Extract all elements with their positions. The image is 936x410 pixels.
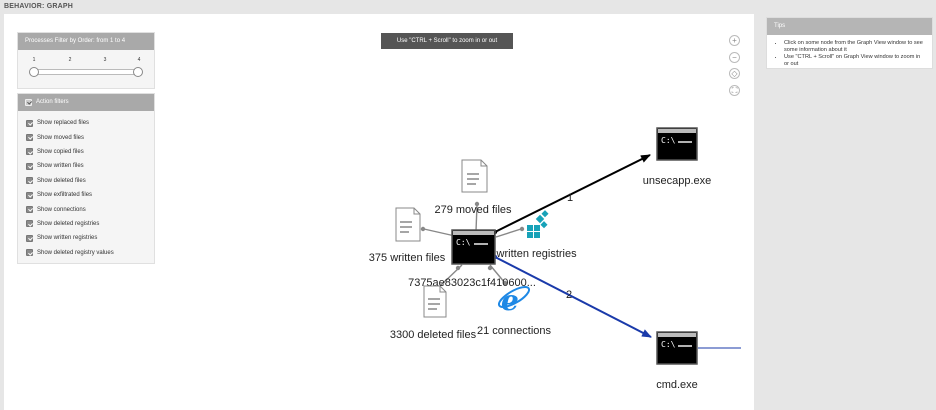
process-filter-title: Processes Filter by Order: from 1 to 4 bbox=[18, 33, 154, 50]
written-files-node[interactable]: 375 written files bbox=[369, 207, 446, 264]
slider-ticks: 1 2 3 4 bbox=[30, 57, 142, 65]
tip-item: Use "CTRL + Scroll" on Graph View window… bbox=[784, 54, 926, 68]
page-title: BEHAVIOR: GRAPH bbox=[4, 3, 73, 10]
filter-label: Show copied files bbox=[37, 148, 84, 155]
filter-copied-files[interactable]: Show copied files bbox=[26, 145, 154, 159]
cmd-label: cmd.exe bbox=[656, 379, 698, 391]
checkbox[interactable] bbox=[26, 119, 33, 127]
filter-label: Show exfiltrated files bbox=[37, 192, 93, 199]
slider-handle-min[interactable] bbox=[29, 67, 39, 77]
filter-replaced-files[interactable]: Show replaced files bbox=[26, 116, 154, 130]
checkbox[interactable] bbox=[26, 234, 33, 242]
filter-label: Show connections bbox=[37, 206, 86, 213]
terminal-icon: C:\ bbox=[656, 127, 698, 161]
connections-node[interactable]: e 21 connections bbox=[477, 283, 551, 337]
checkbox[interactable] bbox=[26, 249, 33, 257]
checkbox[interactable] bbox=[26, 220, 33, 228]
zoom-controls: + − ◇ ⛶ bbox=[729, 35, 741, 101]
checkbox[interactable] bbox=[26, 191, 33, 199]
unsecapp-node[interactable]: C:\ unsecapp.exe bbox=[643, 127, 712, 187]
moved-files-node[interactable]: 279 moved files bbox=[434, 159, 512, 216]
edge-to-unsecapp[interactable] bbox=[494, 154, 651, 233]
action-filter-list: Show replaced files Show moved files Sho… bbox=[18, 111, 154, 260]
slider-tick: 4 bbox=[137, 57, 141, 63]
internet-explorer-icon: e bbox=[497, 284, 531, 317]
filter-deleted-registry-values[interactable]: Show deleted registry values bbox=[26, 246, 154, 260]
tips-panel: Tips Click on some node from the Graph V… bbox=[766, 17, 933, 69]
slider-tick: 2 bbox=[68, 57, 72, 63]
zoom-out-button[interactable]: − bbox=[729, 51, 740, 63]
checkbox[interactable] bbox=[26, 206, 33, 214]
document-icon bbox=[461, 159, 488, 193]
svg-text:C:\: C:\ bbox=[661, 136, 676, 145]
edge-moved-files bbox=[475, 204, 478, 232]
filter-deleted-files[interactable]: Show deleted files bbox=[26, 174, 154, 188]
terminal-icon: C:\ bbox=[656, 331, 698, 365]
slider-tick: 3 bbox=[103, 57, 107, 63]
tips-title: Tips bbox=[767, 18, 932, 35]
written-files-label: 375 written files bbox=[369, 252, 446, 264]
written-registries-label: 7 written registries bbox=[487, 248, 577, 260]
edge-registries bbox=[495, 228, 522, 238]
filter-label: Show deleted files bbox=[37, 177, 86, 184]
filter-label: Show written registries bbox=[37, 235, 98, 242]
edge-written-files bbox=[423, 228, 456, 237]
cmd-node[interactable]: C:\ cmd.exe bbox=[656, 331, 698, 391]
filter-moved-files[interactable]: Show moved files bbox=[26, 130, 154, 144]
filter-label: Show deleted registry values bbox=[37, 249, 114, 256]
edge-connections bbox=[489, 264, 506, 284]
svg-text:C:\: C:\ bbox=[456, 238, 471, 247]
written-registries-node[interactable]: 7 written registries bbox=[487, 210, 577, 260]
filter-label: Show deleted registries bbox=[37, 220, 100, 227]
zoom-in-button[interactable]: + bbox=[729, 35, 740, 46]
deleted-files-label: 3300 deleted files bbox=[390, 329, 477, 341]
document-icon bbox=[395, 207, 421, 242]
document-icon bbox=[423, 285, 447, 318]
process-filter-panel: Processes Filter by Order: from 1 to 4 1… bbox=[17, 32, 155, 89]
edge-label-1: 1 bbox=[567, 192, 573, 204]
action-filters-panel: Action filters Show replaced files Show … bbox=[17, 93, 155, 264]
action-filters-toggle-checkbox[interactable] bbox=[25, 99, 32, 106]
filter-deleted-registries[interactable]: Show deleted registries bbox=[26, 217, 154, 231]
svg-text:e: e bbox=[501, 284, 519, 317]
filter-label: Show written files bbox=[37, 163, 84, 170]
slider-handle-max[interactable] bbox=[133, 67, 143, 77]
tips-list: Click on some node from the Graph View w… bbox=[767, 35, 932, 68]
checkbox[interactable] bbox=[26, 177, 33, 185]
edge-to-cmd[interactable] bbox=[494, 256, 652, 338]
filter-written-files[interactable]: Show written files bbox=[26, 159, 154, 173]
action-filters-title: Action filters bbox=[36, 99, 69, 105]
deleted-files-node[interactable]: 3300 deleted files bbox=[390, 285, 477, 341]
action-filters-header[interactable]: Action filters bbox=[18, 94, 154, 111]
tip-item: Click on some node from the Graph View w… bbox=[784, 40, 926, 54]
connections-label: 21 connections bbox=[477, 325, 551, 337]
checkbox[interactable] bbox=[26, 162, 33, 170]
edge-label-2: 2 bbox=[566, 289, 572, 301]
filter-label: Show replaced files bbox=[37, 120, 90, 127]
unsecapp-label: unsecapp.exe bbox=[643, 175, 712, 187]
slider-tick: 1 bbox=[32, 57, 36, 63]
checkbox[interactable] bbox=[26, 148, 33, 156]
svg-text:C:\: C:\ bbox=[661, 340, 676, 349]
terminal-icon: C:\ bbox=[451, 229, 496, 265]
filter-label: Show moved files bbox=[37, 134, 85, 141]
process-order-slider[interactable]: 1 2 3 4 bbox=[29, 57, 143, 81]
fit-to-screen-button[interactable]: ⛶ bbox=[729, 84, 740, 96]
filter-written-registries[interactable]: Show written registries bbox=[26, 231, 154, 245]
moved-files-label: 279 moved files bbox=[434, 204, 512, 216]
filter-connections[interactable]: Show connections bbox=[26, 202, 154, 216]
zoom-hint-banner: Use "CTRL + Scroll" to zoom in or out bbox=[381, 33, 513, 49]
center-graph-button[interactable]: ◇ bbox=[729, 68, 740, 79]
checkbox[interactable] bbox=[26, 134, 33, 142]
filter-exfiltrated-files[interactable]: Show exfiltrated files bbox=[26, 188, 154, 202]
